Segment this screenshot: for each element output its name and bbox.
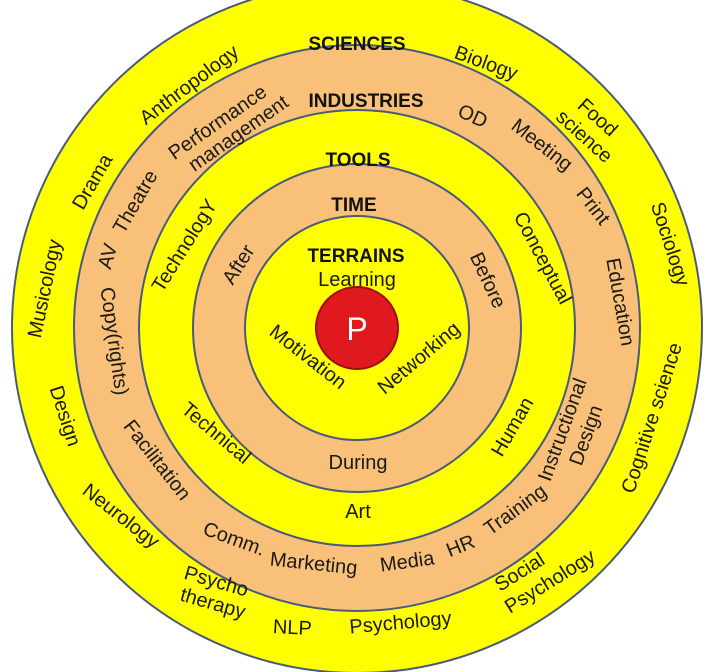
label-nlp: NLP bbox=[272, 616, 312, 640]
label-during: During bbox=[329, 452, 388, 474]
ring-title-industries: INDUSTRIES bbox=[308, 91, 423, 112]
center-letter: P bbox=[346, 311, 367, 347]
ring-title-time: TIME bbox=[331, 195, 376, 216]
center-circle bbox=[315, 286, 399, 370]
label-art: Art bbox=[345, 501, 371, 523]
label-learning: Learning bbox=[318, 269, 396, 291]
ring-title-sciences: SCIENCES bbox=[308, 34, 405, 55]
ring-title-tools: TOOLS bbox=[325, 150, 390, 171]
ring-title-terrains: TERRAINS bbox=[307, 246, 404, 267]
